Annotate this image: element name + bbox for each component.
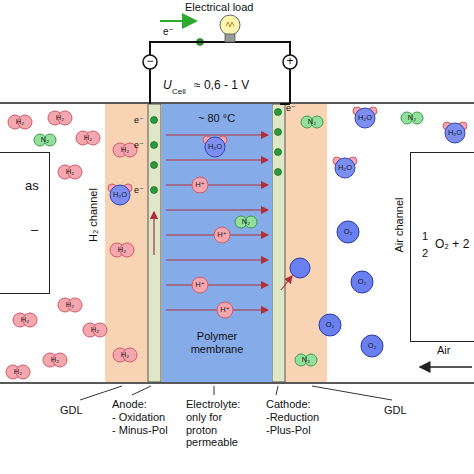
gas-supply-box: as –: [0, 152, 50, 294]
molecule-label: H₂: [121, 351, 129, 359]
molecule-part: [205, 137, 225, 157]
molecule-label: H₂: [16, 118, 24, 126]
label-text: -Plus-Pol: [266, 424, 311, 437]
molecule-part: [110, 185, 130, 205]
node-text: ~ 80 °C: [198, 112, 235, 125]
label-text: Cell: [172, 87, 186, 96]
reduction-arrow: [281, 276, 292, 290]
molecule-part: [217, 302, 233, 318]
node-text: O₂ + 2: [435, 238, 469, 252]
molecule-label: N₂: [308, 118, 316, 126]
molecule-label: H₂: [51, 356, 59, 364]
electron-current-arrow: [160, 20, 196, 22]
label-text: U: [163, 79, 172, 93]
molecule-label: H₂O: [338, 164, 352, 172]
molecule-part: [355, 108, 375, 128]
molecule-label: H₂: [84, 134, 92, 142]
light-bulb: [220, 15, 240, 42]
molecule-part: [290, 258, 310, 278]
molecule-label: H₂: [91, 326, 99, 334]
label-text: - Oxidation: [112, 411, 165, 424]
molecule-label: H₂: [118, 246, 126, 254]
proton-label: H⁺: [220, 306, 229, 314]
molecule-label: H₂: [66, 301, 74, 309]
molecule-label: H₂O: [208, 143, 222, 151]
housing-line: [0, 382, 474, 384]
leader-lines: [80, 386, 392, 400]
molecule-part: [214, 227, 230, 243]
node-text: as: [25, 179, 39, 194]
electron-dots: [151, 39, 282, 194]
label-text: Air channel: [393, 195, 406, 254]
cathode-electrode: [272, 104, 285, 382]
anode-electrode: [148, 104, 161, 382]
label-text: e⁻: [286, 103, 296, 113]
molecule-part: [192, 177, 208, 193]
molecule-part: [361, 335, 383, 357]
housing-line: [0, 102, 474, 104]
label-text: GDL: [60, 404, 83, 417]
molecule-label: O₂: [344, 228, 353, 236]
polymer-membrane: [162, 104, 272, 382]
molecule-label: N₂: [242, 218, 250, 226]
proton-label: H⁺: [217, 231, 226, 239]
node-text: 1: [422, 230, 428, 243]
label-text: Electrolyte:: [186, 398, 240, 411]
label-text: Anode:: [112, 398, 147, 411]
proton-label: H⁺: [195, 181, 204, 189]
label-text: Electrical load: [185, 1, 253, 14]
label-text: ≈ 0,6 - 1 V: [194, 79, 249, 93]
label-text: e⁻: [134, 115, 144, 125]
label-text: e⁻: [163, 26, 174, 38]
label-text: - Minus-Pol: [112, 424, 168, 437]
gdl-band: [285, 104, 327, 382]
label-text: Cathode:: [266, 398, 311, 411]
molecule-label: O₂: [368, 342, 377, 350]
molecule-part: [319, 314, 341, 336]
molecule-part: [445, 123, 465, 143]
molecule-label: H₂: [56, 114, 64, 122]
molecule-label: H₂: [21, 316, 29, 324]
air-inlet-arrow: [420, 366, 472, 368]
minus-terminal: [143, 55, 157, 69]
plus-terminal: [283, 55, 297, 69]
gdl-band: [105, 104, 149, 382]
molecule-part: [337, 221, 359, 243]
external-wire: [150, 42, 290, 69]
node-text: Polymer membrane: [181, 330, 253, 355]
molecule-label: H₂O: [358, 114, 372, 122]
proton-arrows: [166, 135, 268, 310]
label-text: H₂ channel: [87, 186, 100, 244]
molecule-part: [335, 158, 355, 178]
node-text: 2: [422, 247, 428, 260]
label-text: only for proton permeable: [186, 411, 248, 449]
terminal-wire: [289, 69, 291, 104]
molecule-label: H₂: [121, 146, 129, 154]
label-text: e⁻: [134, 140, 144, 150]
molecule-label: H₂: [14, 368, 22, 376]
label-text: −: [146, 55, 153, 69]
molecule-label: H₂: [66, 168, 74, 176]
molecule-label: N₂: [302, 356, 310, 364]
molecule-part: [192, 277, 208, 293]
molecule-label: H₂O: [113, 191, 127, 199]
node-text: –: [31, 223, 38, 238]
label-text: +: [286, 55, 293, 69]
molecule-label: N₂: [408, 114, 416, 122]
molecule-part: [351, 271, 373, 293]
molecule-label: N₂: [41, 136, 49, 144]
label-text: -Reduction: [266, 411, 319, 424]
molecule-label: H₂O: [448, 129, 462, 137]
label-text: e⁻: [134, 185, 144, 195]
reaction-box: 1 2 O₂ + 2: [410, 152, 474, 342]
terminal-wire: [149, 69, 151, 104]
label-text: Air: [437, 344, 450, 357]
proton-label: H⁺: [195, 281, 204, 289]
molecule-label: O₂: [358, 278, 367, 286]
electron-flow-arrow: [153, 212, 154, 255]
molecule-label: O₂: [326, 321, 335, 329]
label-text: GDL: [384, 404, 407, 417]
